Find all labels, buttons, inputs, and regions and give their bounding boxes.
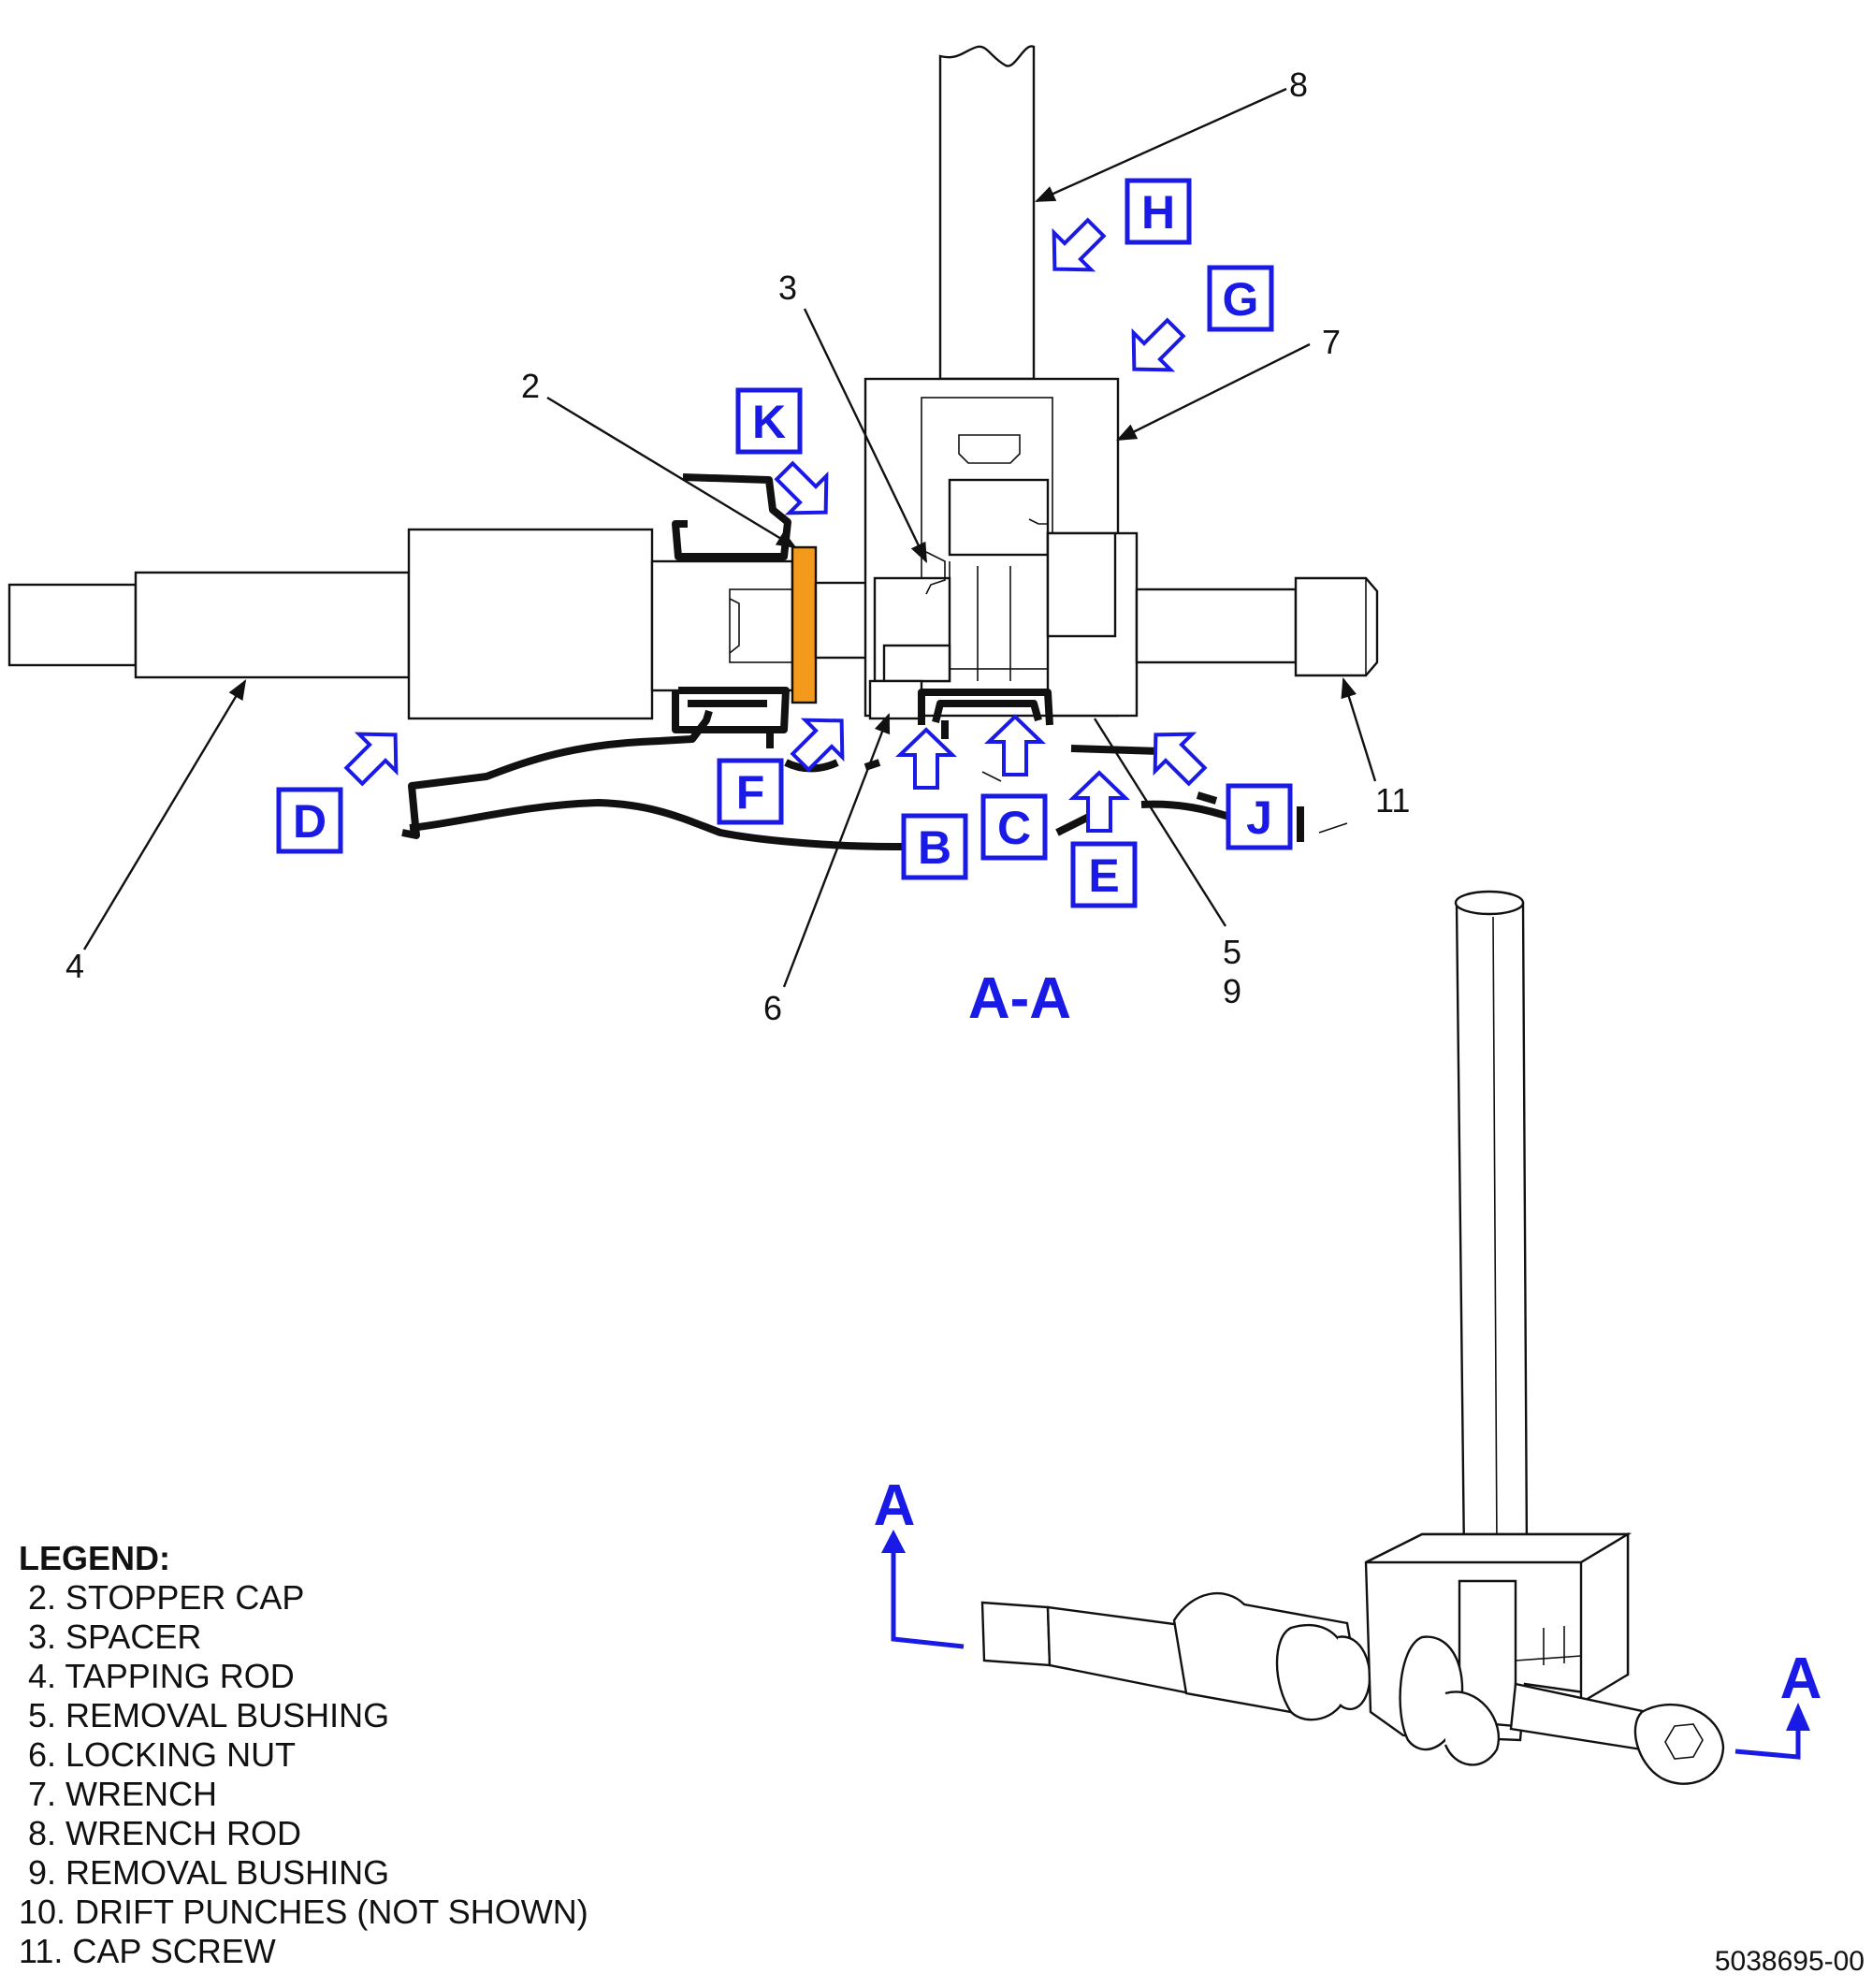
view-label-h: H <box>1125 178 1192 245</box>
view-label-c: C <box>980 793 1048 861</box>
section-marker-left: A <box>874 1473 965 1649</box>
svg-text:G: G <box>1223 273 1259 326</box>
figure-id: 5038695-00 <box>1714 1946 1865 1977</box>
svg-text:A: A <box>1780 1647 1822 1711</box>
legend-item: 9. REMOVAL BUSHING <box>19 1853 390 1892</box>
callout-6: 6 <box>763 989 782 1027</box>
callout-7: 7 <box>1322 323 1341 361</box>
stopper-cap-housing <box>650 559 794 692</box>
legend-item: 8. WRENCH ROD <box>19 1814 302 1852</box>
view-arrows <box>343 217 1208 833</box>
legend-item: 4. TAPPING ROD <box>19 1657 295 1695</box>
legend-item: 6. LOCKING NUT <box>19 1735 297 1774</box>
view-arrow-j <box>1153 732 1208 787</box>
view-arrow-k <box>774 460 829 515</box>
svg-text:B: B <box>918 821 951 874</box>
isometric-view <box>980 890 1725 1785</box>
callout-5: 5 <box>1223 933 1241 971</box>
view-arrow-g <box>1131 317 1186 372</box>
callout-2: 2 <box>521 367 540 405</box>
wrench-rod <box>938 45 1036 381</box>
svg-text:J: J <box>1246 791 1272 844</box>
view-arrow-h <box>1052 217 1107 272</box>
view-label-b: B <box>901 813 968 880</box>
svg-text:H: H <box>1141 186 1175 239</box>
callout-8: 8 <box>1289 65 1308 104</box>
view-label-j: J <box>1226 783 1293 850</box>
tapping-rod <box>7 528 654 720</box>
stopper-cap <box>791 545 818 704</box>
callout-3: 3 <box>778 268 797 307</box>
view-arrow-c <box>984 714 1046 776</box>
svg-text:K: K <box>752 396 786 448</box>
view-arrow-f <box>790 718 845 773</box>
view-arrow-d <box>343 732 399 787</box>
legend: LEGEND: 2. STOPPER CAP 3. SPACER 4. TAPP… <box>19 1539 588 1971</box>
legend-item: 11. CAP SCREW <box>19 1932 276 1970</box>
svg-text:C: C <box>997 802 1031 854</box>
spacer <box>814 560 935 660</box>
view-arrow-e <box>1068 770 1130 833</box>
svg-text:E: E <box>1088 849 1119 902</box>
legend-title: LEGEND: <box>19 1539 170 1577</box>
legend-item: 3. SPACER <box>19 1618 202 1656</box>
wrench <box>863 377 1139 720</box>
callout-11: 11 <box>1375 781 1410 820</box>
view-label-k: K <box>735 387 803 455</box>
svg-text:F: F <box>736 766 765 819</box>
view-label-e: E <box>1070 841 1138 908</box>
svg-text:D: D <box>293 795 327 848</box>
legend-item: 10. DRIFT PUNCHES (NOT SHOWN) <box>19 1893 588 1931</box>
callout-9: 9 <box>1223 972 1241 1010</box>
section-view-a-a: 8 3 7 2 11 4 6 5 9 <box>7 45 1410 1031</box>
view-label-d: D <box>276 787 343 854</box>
cap-screw <box>1135 576 1379 677</box>
legend-item: 7. WRENCH <box>19 1775 218 1813</box>
view-arrow-b <box>895 727 957 790</box>
legend-item: 5. REMOVAL BUSHING <box>19 1696 390 1734</box>
view-label-f: F <box>717 758 784 825</box>
legend-item: 2. STOPPER CAP <box>19 1578 305 1617</box>
section-title: A-A <box>968 966 1071 1031</box>
svg-text:A: A <box>874 1473 916 1538</box>
section-marker-right: A <box>1734 1647 1822 1760</box>
callout-4: 4 <box>65 947 84 985</box>
view-label-g: G <box>1207 265 1274 332</box>
